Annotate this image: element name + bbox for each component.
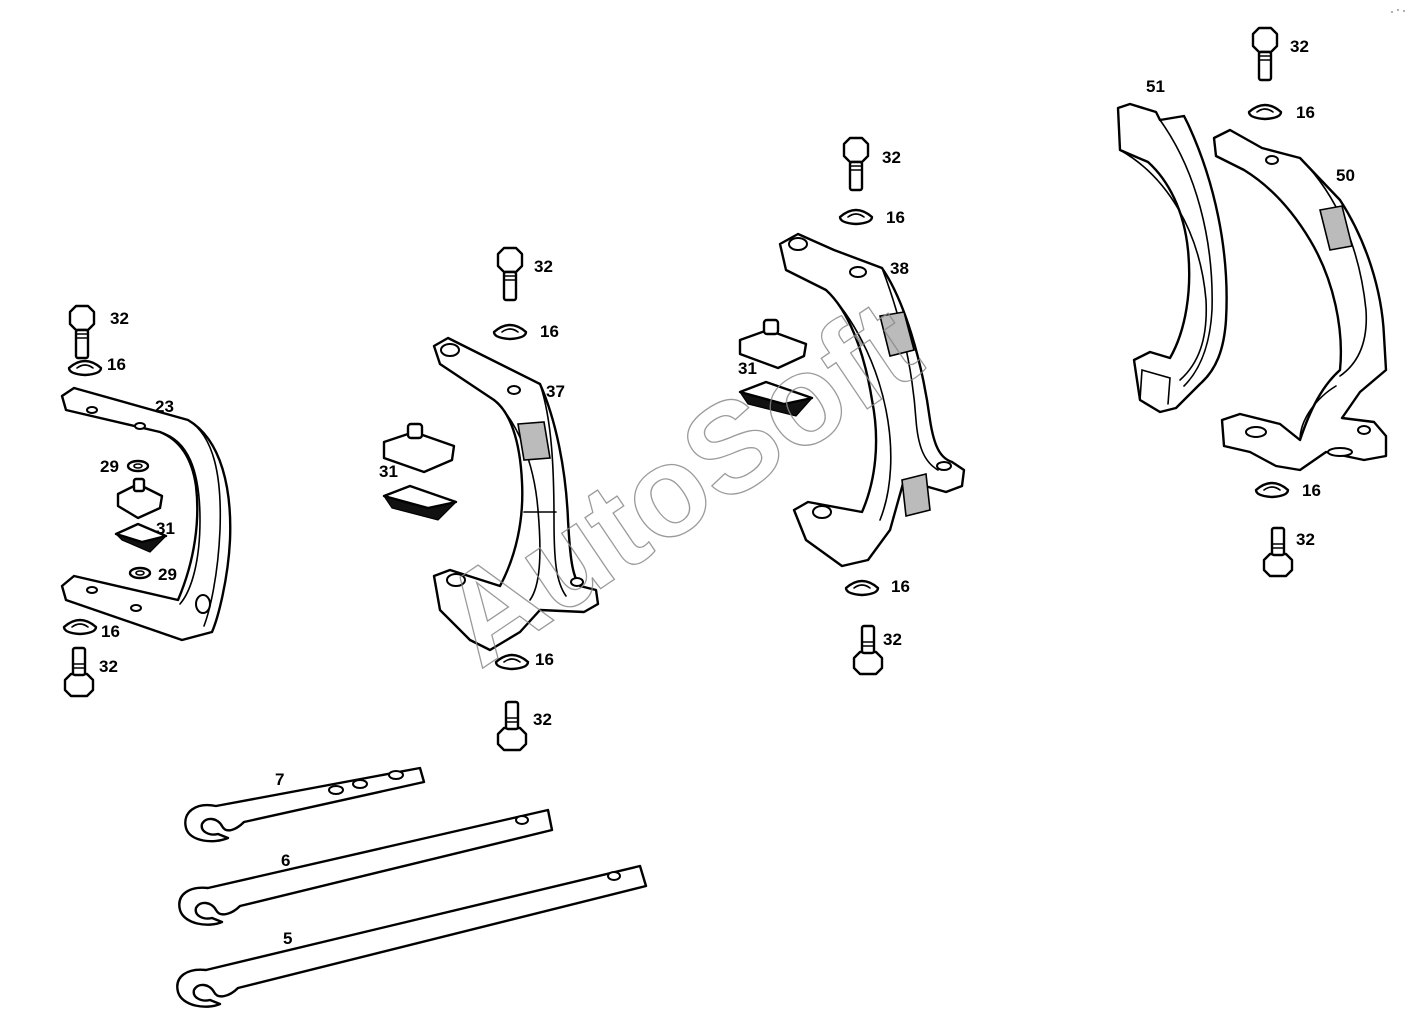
- label-tool-6: 6: [281, 851, 290, 870]
- label-fork-23: 23: [155, 397, 174, 416]
- label-tool-7: 7: [275, 770, 284, 789]
- label-g4-bolt-bot: 32: [1296, 530, 1315, 549]
- bolt-icon: [63, 646, 95, 698]
- group-fork-37: 32 16 37 31 16 32: [379, 246, 600, 752]
- washer-icon: [126, 459, 150, 473]
- group-fork-23: 32 16 23 29 31 29 16 32: [60, 304, 232, 698]
- washer-icon: [128, 566, 152, 580]
- label-g1-washer-a: 29: [100, 457, 119, 476]
- label-fork-50: 50: [1336, 166, 1355, 185]
- tool-7: 7: [184, 766, 426, 843]
- tool-6: 6: [178, 808, 554, 926]
- label-g3-washer-top: 16: [886, 208, 905, 227]
- corner-specks-icon: [1391, 9, 1405, 13]
- label-g2-bolt-bot: 32: [533, 710, 552, 729]
- label-g2-washer-top: 16: [540, 322, 559, 341]
- label-g4-bolt-top: 32: [1290, 37, 1309, 56]
- label-fork-37: 37: [546, 382, 565, 401]
- label-tool-5: 5: [283, 929, 292, 948]
- shift-fork-51: [1116, 102, 1228, 414]
- washer-icon: [838, 208, 874, 226]
- washer-icon: [1247, 103, 1283, 121]
- label-g3-washer-bot: 16: [891, 577, 910, 596]
- bolt-icon: [68, 304, 96, 360]
- group-fork-50-51: 32 16 51 50 16 32: [1116, 26, 1388, 578]
- tool-5: 5: [176, 864, 648, 1008]
- label-g4-washer-top: 16: [1296, 103, 1315, 122]
- bolt-icon: [496, 700, 528, 752]
- label-g1-bolt-top: 32: [110, 309, 129, 328]
- label-fork-38: 38: [890, 259, 909, 278]
- label-g4-washer-bot: 16: [1302, 481, 1321, 500]
- shift-fork-23: [60, 386, 232, 642]
- washer-icon: [62, 618, 98, 636]
- label-g1-washer-b: 29: [158, 565, 177, 584]
- label-g1-pad: 31: [156, 519, 175, 538]
- bolt-icon: [852, 624, 884, 676]
- bolt-icon: [842, 136, 870, 192]
- shift-fork-50: [1212, 128, 1388, 472]
- label-g1-bolt-bot: 32: [99, 657, 118, 676]
- label-g3-pads: 31: [738, 359, 757, 378]
- washer-icon: [492, 323, 528, 341]
- bolt-icon: [496, 246, 524, 302]
- label-g3-bolt-bot: 32: [883, 630, 902, 649]
- washer-icon: [844, 579, 880, 597]
- group-fork-38: 32 16 38 31 16 32: [738, 136, 966, 676]
- label-g3-bolt-top: 32: [882, 148, 901, 167]
- washer-icon: [1254, 481, 1290, 499]
- label-g1-washer-top: 16: [107, 355, 126, 374]
- label-g2-washer-bot: 16: [535, 650, 554, 669]
- label-g2-pads: 31: [379, 462, 398, 481]
- label-g2-bolt-top: 32: [534, 257, 553, 276]
- washer-icon: [67, 359, 103, 377]
- bolt-icon: [1262, 526, 1294, 578]
- bolt-icon: [1251, 26, 1279, 82]
- label-g1-washer-bot: 16: [101, 622, 120, 641]
- label-fork-51: 51: [1146, 77, 1165, 96]
